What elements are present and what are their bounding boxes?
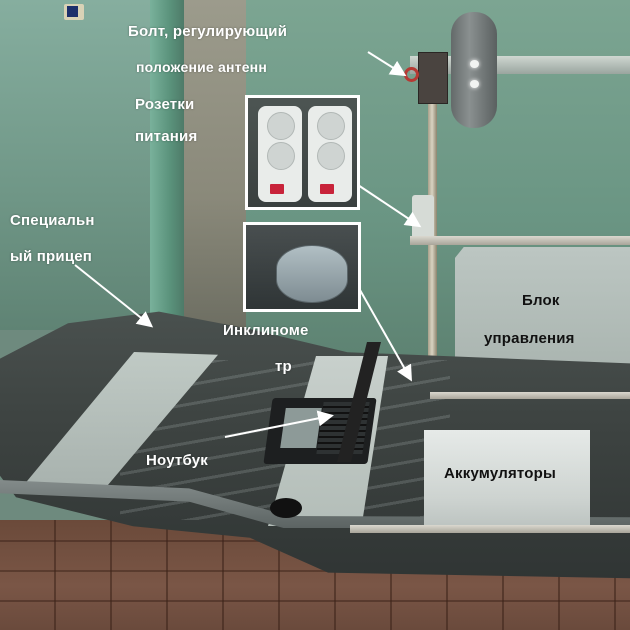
- label-bolt-2: положение антенн: [136, 58, 267, 76]
- label-sockets-2: питания: [135, 128, 197, 146]
- label-inclinometer-line2: тр: [275, 358, 292, 375]
- computer-mouse: [270, 498, 302, 518]
- label-trailer-line1: Специальн: [10, 212, 95, 229]
- label-laptop-text: Ноутбук: [146, 452, 208, 469]
- label-bolt-line2: положение антенн: [136, 59, 267, 75]
- label-sockets: Розетки: [135, 96, 194, 114]
- laptop-touchpad: [280, 408, 322, 448]
- power-strip: [258, 106, 302, 202]
- battery-box: [424, 430, 590, 528]
- frame-rail: [430, 392, 630, 399]
- label-batteries-text: Аккумуляторы: [444, 465, 556, 482]
- label-inclinometer: Инклиноме: [223, 322, 309, 340]
- socket-icon: [267, 142, 295, 170]
- power-strip: [308, 106, 352, 202]
- adjustment-bracket: [418, 52, 448, 104]
- socket-icon: [267, 112, 295, 140]
- label-trailer-2: ый прицеп: [10, 248, 92, 266]
- inclinometer-device: [276, 245, 348, 303]
- label-inclinometer-line1: Инклиноме: [223, 322, 309, 339]
- antenna-led-icon: [470, 80, 479, 88]
- socket-icon: [317, 142, 345, 170]
- antenna-led-icon: [470, 60, 479, 68]
- label-trailer: Специальн: [10, 212, 95, 230]
- label-laptop: Ноутбук: [146, 452, 208, 470]
- label-control-unit-2: управления: [484, 330, 575, 348]
- label-bolt: Болт, регулирующий: [128, 23, 287, 41]
- label-control-unit-line1: Блок: [522, 292, 560, 309]
- wall-switch: [64, 4, 84, 20]
- label-bolt-line1: Болт, регулирующий: [128, 23, 288, 40]
- label-batteries: Аккумуляторы: [444, 465, 556, 483]
- frame-post: [428, 60, 437, 540]
- frame-rail: [350, 525, 630, 533]
- antenna: [451, 12, 497, 128]
- label-control-unit: Блок: [522, 292, 560, 310]
- label-trailer-line2: ый прицеп: [10, 248, 93, 265]
- label-sockets-line1: Розетки: [135, 96, 195, 113]
- power-switch-icon: [270, 184, 284, 194]
- inset-inclinometer: [243, 222, 361, 312]
- power-switch-icon: [320, 184, 334, 194]
- label-control-unit-line2: управления: [484, 330, 575, 347]
- label-inclinometer-2: тр: [275, 358, 292, 376]
- frame-rail: [410, 236, 630, 245]
- adjustment-bolt: [404, 67, 419, 82]
- wall-pillar: [150, 0, 184, 330]
- socket-icon: [317, 112, 345, 140]
- label-sockets-line2: питания: [135, 128, 198, 145]
- door: [184, 0, 246, 330]
- inset-power-sockets: [245, 95, 360, 210]
